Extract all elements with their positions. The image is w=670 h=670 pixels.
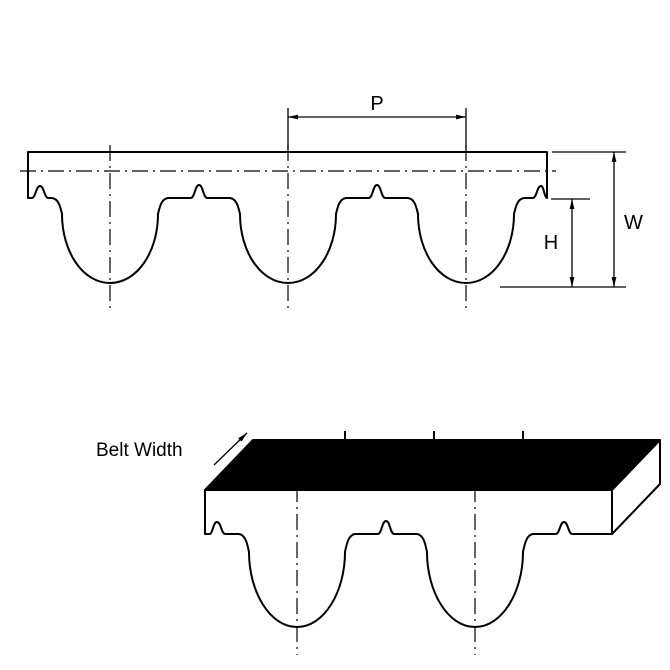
belt-profile-outline [27, 151, 548, 284]
thickness-dimension-label: W [624, 212, 643, 234]
pitch-dimension: P [287, 93, 467, 149]
tooth-height-dimension: H [544, 198, 590, 287]
belt-top-face [204, 439, 661, 491]
height-dimension-label: H [544, 232, 558, 254]
belt-width-annotation: Belt Width [96, 432, 248, 466]
belt-thickness-dimension: W [552, 151, 643, 287]
belt-perspective-view: Belt Width [96, 431, 661, 655]
belt-width-label: Belt Width [96, 440, 183, 461]
belt-front-face [204, 489, 613, 628]
belt-end-face [611, 439, 661, 535]
pitch-dimension-label: P [370, 93, 383, 115]
belt-profile-view: P W H [20, 93, 643, 312]
belt-width-arrow [213, 432, 248, 466]
